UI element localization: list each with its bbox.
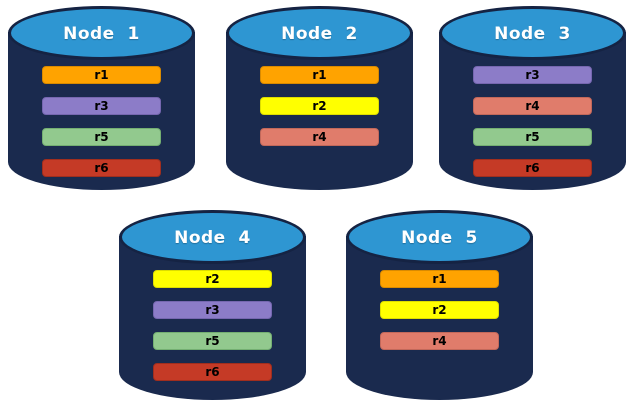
replica-bar-r6: r6 — [153, 363, 272, 381]
node-3-replica-list: r3 r4 r5 r6 — [473, 66, 592, 177]
replica-label: r1 — [94, 68, 109, 82]
replica-label: r1 — [312, 68, 327, 82]
replica-bar-r3: r3 — [473, 66, 592, 84]
node-2-cylinder: Node 2 r1 r2 r4 — [226, 6, 413, 190]
replica-bar-r5: r5 — [473, 128, 592, 146]
replica-bar-r2: r2 — [380, 301, 499, 319]
replica-label: r2 — [312, 99, 327, 113]
node-1-cylinder: Node 1 r1 r3 r5 r6 — [8, 6, 195, 190]
node-4-cylinder-top: Node 4 — [119, 210, 306, 264]
replica-bar-r1: r1 — [260, 66, 379, 84]
replica-bar-r5: r5 — [153, 332, 272, 350]
replica-label: r6 — [525, 161, 540, 175]
replica-bar-r6: r6 — [473, 159, 592, 177]
node-2-replica-list: r1 r2 r4 — [260, 66, 379, 146]
replica-label: r3 — [94, 99, 109, 113]
node-5-cylinder: Node 5 r1 r2 r4 — [346, 210, 533, 400]
replica-label: r1 — [432, 272, 447, 286]
node-4-title: Node 4 — [174, 227, 251, 248]
replica-label: r6 — [94, 161, 109, 175]
replica-label: r4 — [525, 99, 540, 113]
replica-bar-r1: r1 — [380, 270, 499, 288]
replica-label: r5 — [525, 130, 540, 144]
replica-label: r5 — [205, 334, 220, 348]
replica-bar-r3: r3 — [153, 301, 272, 319]
node-5-replica-list: r1 r2 r4 — [380, 270, 499, 350]
replica-bar-r3: r3 — [42, 97, 161, 115]
node-2-cylinder-top: Node 2 — [226, 6, 413, 60]
replica-label: r2 — [432, 303, 447, 317]
replica-bar-r4: r4 — [380, 332, 499, 350]
node-5-title: Node 5 — [401, 227, 478, 248]
replica-label: r3 — [205, 303, 220, 317]
replica-bar-r5: r5 — [42, 128, 161, 146]
node-3-cylinder: Node 3 r3 r4 r5 r6 — [439, 6, 626, 190]
node-3-title: Node 3 — [494, 23, 571, 44]
node-2-title: Node 2 — [281, 23, 358, 44]
replica-label: r2 — [205, 272, 220, 286]
replica-bar-r2: r2 — [153, 270, 272, 288]
node-4-replica-list: r2 r3 r5 r6 — [153, 270, 272, 381]
node-3-cylinder-top: Node 3 — [439, 6, 626, 60]
node-1-title: Node 1 — [63, 23, 140, 44]
replica-label: r3 — [525, 68, 540, 82]
replica-label: r4 — [312, 130, 327, 144]
replica-label: r6 — [205, 365, 220, 379]
node-1-replica-list: r1 r3 r5 r6 — [42, 66, 161, 177]
replica-label: r4 — [432, 334, 447, 348]
replica-label: r5 — [94, 130, 109, 144]
replica-bar-r2: r2 — [260, 97, 379, 115]
node-4-cylinder: Node 4 r2 r3 r5 r6 — [119, 210, 306, 400]
replica-bar-r4: r4 — [260, 128, 379, 146]
node-1-cylinder-top: Node 1 — [8, 6, 195, 60]
replica-bar-r4: r4 — [473, 97, 592, 115]
replica-bar-r6: r6 — [42, 159, 161, 177]
replica-bar-r1: r1 — [42, 66, 161, 84]
node-5-cylinder-top: Node 5 — [346, 210, 533, 264]
